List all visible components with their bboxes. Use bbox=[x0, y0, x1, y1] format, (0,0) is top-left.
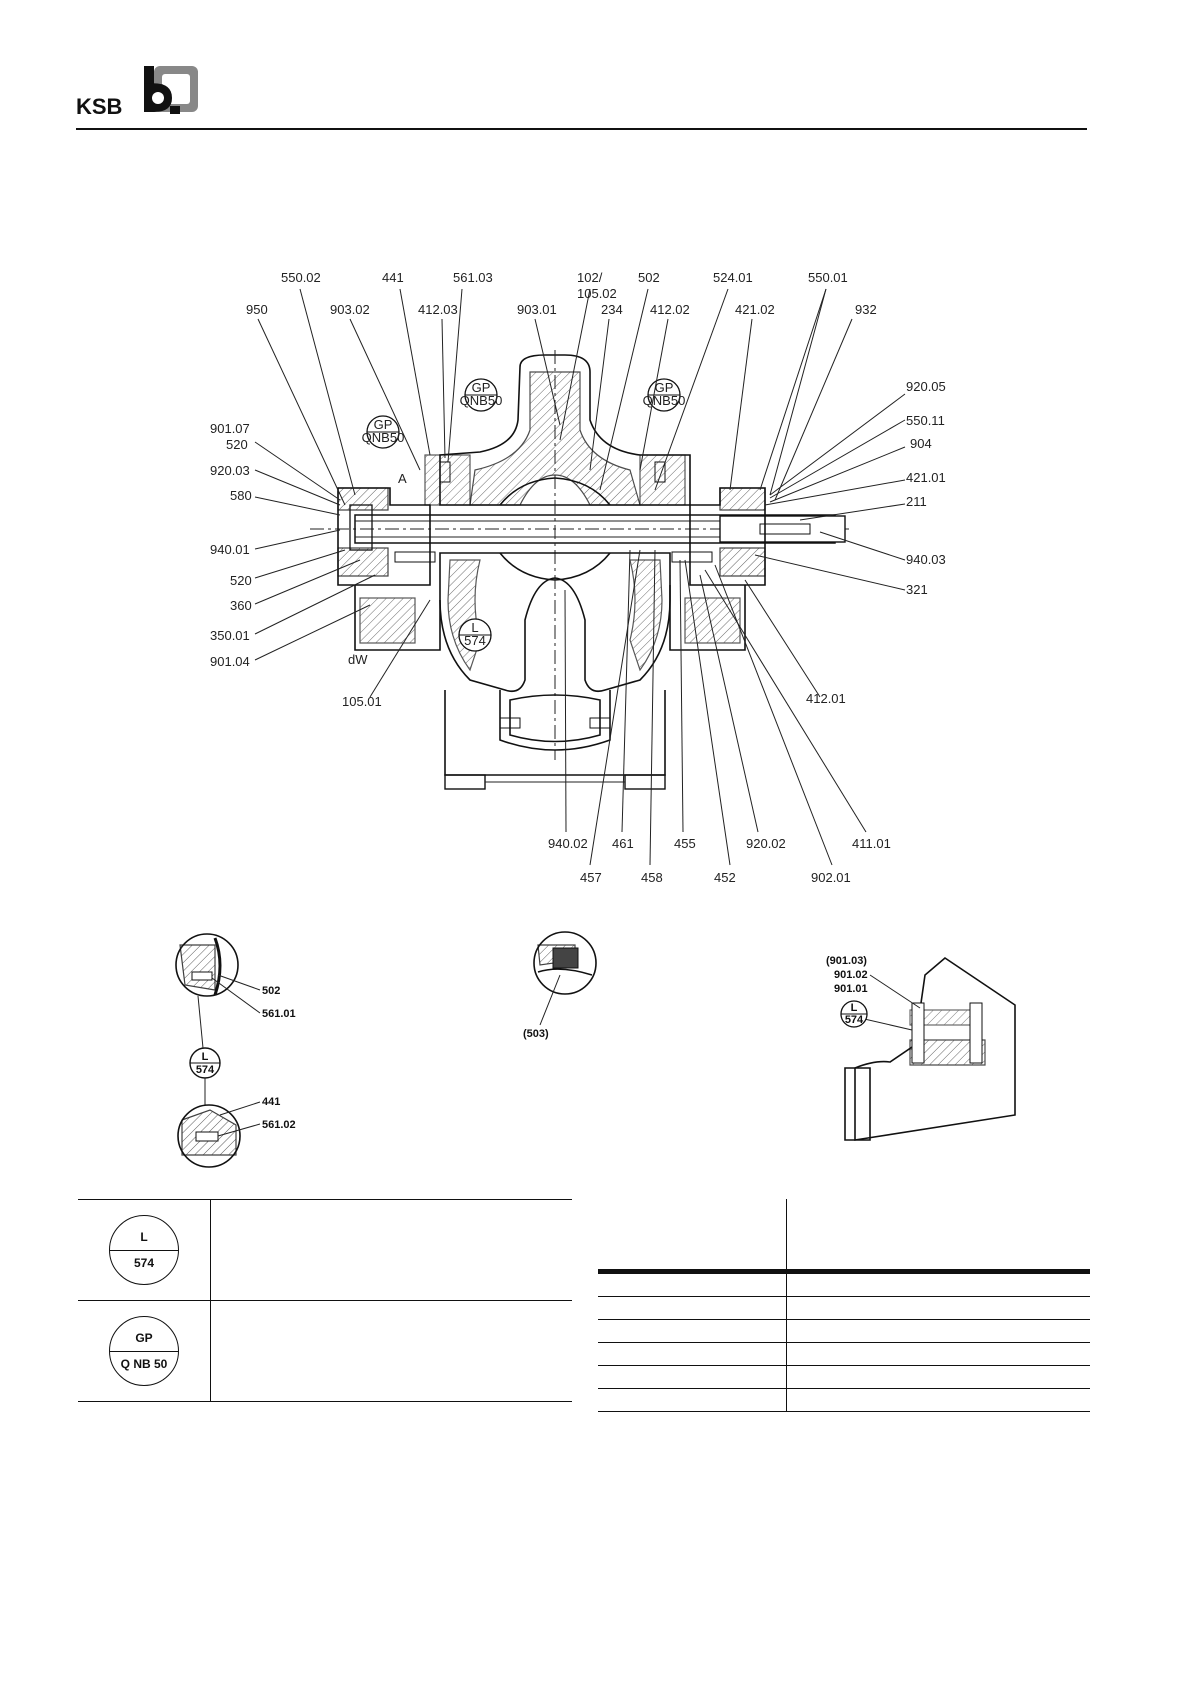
part-number-label: 411.01 bbox=[852, 836, 891, 851]
header-rule bbox=[76, 128, 1087, 130]
table-row bbox=[598, 1366, 1090, 1389]
part-number-label: 458 bbox=[641, 870, 663, 885]
part-number-label: 502 bbox=[638, 270, 660, 285]
part-number-label: 421.02 bbox=[735, 302, 775, 317]
part-number-label: 234 bbox=[601, 302, 623, 317]
part-number-label: 550.01 bbox=[808, 270, 848, 285]
part-number-label: dW bbox=[348, 652, 368, 667]
part-number-label: 574 bbox=[196, 1064, 215, 1076]
gp-symbol-3: GP QNB50 bbox=[643, 378, 686, 412]
part-number-label: 561.02 bbox=[262, 1119, 296, 1131]
part-number-label: 455 bbox=[674, 836, 696, 851]
part-number-label: 550.02 bbox=[281, 270, 321, 285]
part-number-label: 902.01 bbox=[811, 870, 851, 885]
part-number-label: 412.03 bbox=[418, 302, 458, 317]
ksb-logo-mark bbox=[144, 66, 198, 114]
part-number-label: A bbox=[398, 471, 407, 486]
part-number-label: 901.02 bbox=[834, 969, 868, 981]
part-number-label: 412.01 bbox=[806, 691, 846, 706]
part-number-label: 574 bbox=[845, 1014, 864, 1026]
part-number-label: 940.02 bbox=[548, 836, 588, 851]
table-row bbox=[598, 1320, 1090, 1343]
part-number-label: 211 bbox=[906, 494, 927, 509]
part-number-label: 920.03 bbox=[210, 463, 250, 478]
part-number-label: 904 bbox=[910, 436, 932, 451]
part-number-label: 421.01 bbox=[906, 470, 946, 485]
brand-name: KSB bbox=[76, 94, 123, 119]
legend-symbol-cell: GP Q NB 50 bbox=[78, 1300, 211, 1402]
part-number-label: 561.01 bbox=[262, 1008, 296, 1020]
legend-row: L 574 bbox=[78, 1199, 572, 1301]
gp-symbol-1: GP QNB50 bbox=[362, 415, 405, 449]
part-number-label: 580 bbox=[230, 488, 252, 503]
l-symbol-main: L 574 bbox=[458, 618, 492, 652]
detail-right: (901.03) 901.02 901.01 L 574 bbox=[826, 955, 1016, 1141]
grease-symbol: GP Q NB 50 bbox=[109, 1316, 179, 1386]
part-number-label: L bbox=[471, 620, 478, 635]
legend-symbol-cell: L 574 bbox=[78, 1199, 211, 1301]
part-number-label: 452 bbox=[714, 870, 736, 885]
legend-description-cell bbox=[210, 1199, 572, 1301]
part-number-label: 920.02 bbox=[746, 836, 786, 851]
part-number-label: 520 bbox=[226, 437, 248, 452]
part-number-label: 321 bbox=[906, 582, 928, 597]
part-number-label: 105.01 bbox=[342, 694, 382, 709]
pump-sectional-view: GP QNB50 GP QNB50 GP QNB50 L 574 bbox=[210, 270, 946, 885]
part-number-label: 901.01 bbox=[834, 983, 868, 995]
part-number-label: 105.02 bbox=[577, 286, 617, 301]
part-number-label: 901.07 bbox=[210, 421, 250, 436]
part-number-label: 350.01 bbox=[210, 628, 250, 643]
detail-left: 502 561.01 L 574 441 561.02 bbox=[175, 933, 296, 1168]
symbol-legend-table: L 574 GP Q NB 50 bbox=[78, 1199, 572, 1402]
table-row bbox=[598, 1297, 1090, 1320]
part-number-label: 901.04 bbox=[210, 654, 250, 669]
legend-description-cell bbox=[210, 1300, 572, 1402]
part-number-label: 461 bbox=[612, 836, 634, 851]
part-number-label: 574 bbox=[464, 633, 486, 648]
part-number-label: 502 bbox=[262, 985, 280, 997]
part-number-label: 940.01 bbox=[210, 542, 250, 557]
loctite-symbol: L 574 bbox=[109, 1215, 179, 1285]
part-number-label: L bbox=[851, 1002, 858, 1014]
part-number-label: QNB50 bbox=[643, 393, 686, 408]
part-number-label: 520 bbox=[230, 573, 252, 588]
part-number-label: L bbox=[202, 1051, 209, 1063]
part-number-label: QNB50 bbox=[460, 393, 503, 408]
detail-middle: (503) bbox=[523, 931, 597, 1040]
part-number-label: 441 bbox=[382, 270, 404, 285]
table-row bbox=[598, 1274, 1090, 1297]
gp-symbol-2: GP QNB50 bbox=[460, 378, 503, 412]
part-number-label: 550.11 bbox=[906, 413, 945, 428]
part-number-label: GP bbox=[374, 417, 393, 432]
part-number-label: GP bbox=[655, 380, 674, 395]
part-number-label: 441 bbox=[262, 1096, 280, 1108]
part-number-label: 950 bbox=[246, 302, 268, 317]
part-number-label: 940.03 bbox=[906, 552, 946, 567]
legend-row: GP Q NB 50 bbox=[78, 1300, 572, 1402]
part-number-label: 412.02 bbox=[650, 302, 690, 317]
part-number-label: (901.03) bbox=[826, 955, 867, 967]
part-number-label: 360 bbox=[230, 598, 252, 613]
part-number-label: 561.03 bbox=[453, 270, 493, 285]
table-row bbox=[598, 1389, 1090, 1412]
part-number-label: 903.02 bbox=[330, 302, 370, 317]
ksb-logo: KSB bbox=[76, 64, 206, 120]
part-number-label: 903.01 bbox=[517, 302, 557, 317]
part-number-label: GP bbox=[472, 380, 491, 395]
part-number-label: QNB50 bbox=[362, 430, 405, 445]
parts-table bbox=[598, 1199, 1090, 1412]
parts-table-header bbox=[598, 1199, 1090, 1274]
table-row bbox=[598, 1343, 1090, 1366]
part-number-label: 932 bbox=[855, 302, 877, 317]
part-number-label: (503) bbox=[523, 1028, 549, 1040]
part-number-label: 920.05 bbox=[906, 379, 946, 394]
part-number-label: 524.01 bbox=[713, 270, 753, 285]
part-number-label: 457 bbox=[580, 870, 602, 885]
part-number-label: 102/ bbox=[577, 270, 603, 285]
